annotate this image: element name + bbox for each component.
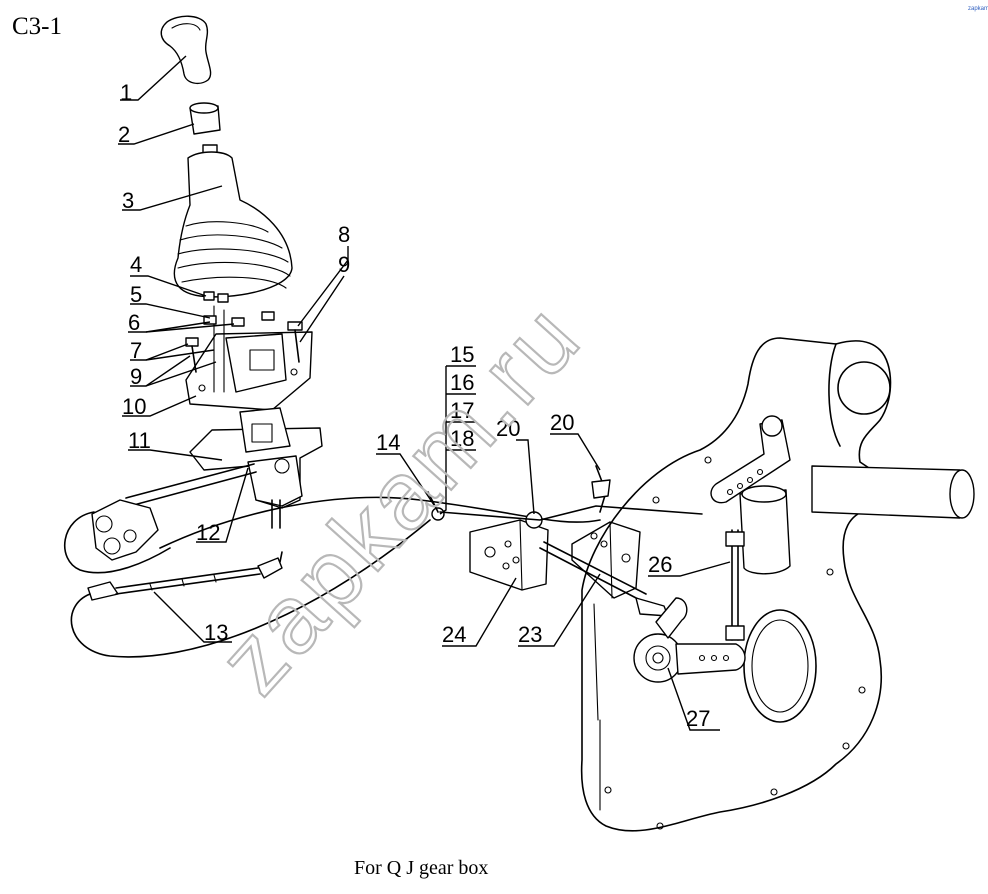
- svg-text:11: 11: [128, 428, 151, 453]
- diagram-caption: For Q J gear box: [354, 857, 488, 879]
- svg-text:18: 18: [450, 426, 474, 451]
- callout-27: 27: [667, 667, 720, 731]
- knob-bushing: [189, 102, 221, 135]
- diagram-title: C3-1: [12, 13, 62, 40]
- callout-20-left: 20: [496, 416, 535, 515]
- lever-base-plate: [185, 305, 313, 411]
- callout-14: 14: [376, 430, 437, 509]
- callout-1: 1: [120, 55, 187, 105]
- svg-text:3: 3: [122, 188, 134, 213]
- callout-23: 23: [518, 573, 601, 647]
- svg-text:24: 24: [442, 622, 466, 647]
- svg-text:2: 2: [118, 122, 130, 147]
- callout-6: 6: [128, 310, 235, 335]
- callout-13: 13: [153, 591, 232, 645]
- svg-text:7: 7: [130, 338, 142, 363]
- svg-text:9: 9: [338, 252, 350, 277]
- svg-text:23: 23: [518, 622, 542, 647]
- svg-text:10: 10: [122, 394, 146, 419]
- callout-12: 12: [196, 467, 249, 545]
- callout-9-right: 9: [299, 252, 350, 343]
- callout-11: 11: [128, 428, 223, 461]
- svg-text:20: 20: [550, 410, 574, 435]
- svg-text:1: 1: [120, 80, 132, 105]
- svg-text:17: 17: [450, 398, 474, 423]
- callout-7: 7: [130, 338, 215, 363]
- rod-26: [725, 529, 745, 641]
- callout-24: 24: [442, 577, 517, 647]
- rubber-boot: [173, 144, 293, 298]
- svg-text:16: 16: [450, 370, 474, 395]
- shift-knob: [160, 15, 212, 85]
- callout-20-right: 20: [550, 410, 601, 471]
- svg-text:8: 8: [338, 222, 350, 247]
- push-rod: [539, 541, 669, 617]
- svg-text:13: 13: [204, 620, 228, 645]
- shift-cable-lower: [70, 519, 431, 658]
- callout-26: 26: [648, 552, 731, 577]
- shift-arm-upper: [710, 415, 791, 504]
- svg-text:20: 20: [496, 416, 520, 441]
- callout-5: 5: [130, 282, 211, 319]
- fasteners-14-18: [427, 465, 703, 529]
- shift-arm-27: [633, 597, 746, 683]
- bolts-and-washers: [185, 291, 303, 373]
- output-tube: [811, 465, 975, 519]
- shift-cable-upper: [64, 463, 257, 574]
- svg-text:27: 27: [686, 706, 710, 731]
- svg-text:12: 12: [196, 520, 220, 545]
- callout-8: 8: [297, 222, 350, 327]
- cylinder-26: [739, 485, 791, 575]
- svg-text:26: 26: [648, 552, 672, 577]
- svg-text:15: 15: [450, 342, 474, 367]
- svg-text:9: 9: [130, 364, 142, 389]
- bracket-23: [571, 521, 641, 599]
- bracket-24: [469, 519, 549, 591]
- svg-text:4: 4: [130, 252, 142, 277]
- callout-4: 4: [130, 252, 207, 297]
- callout-10: 10: [122, 394, 197, 419]
- callout-2: 2: [118, 122, 195, 147]
- svg-text:14: 14: [376, 430, 400, 455]
- corner-mark: zapkam: [968, 6, 988, 12]
- svg-text:6: 6: [128, 310, 140, 335]
- callout-3: 3: [122, 185, 223, 213]
- selector-housing: [189, 407, 323, 529]
- callout-15-18: 15 16 17 18: [439, 342, 476, 515]
- callout-9-left: 9: [130, 355, 217, 389]
- svg-text:5: 5: [130, 282, 142, 307]
